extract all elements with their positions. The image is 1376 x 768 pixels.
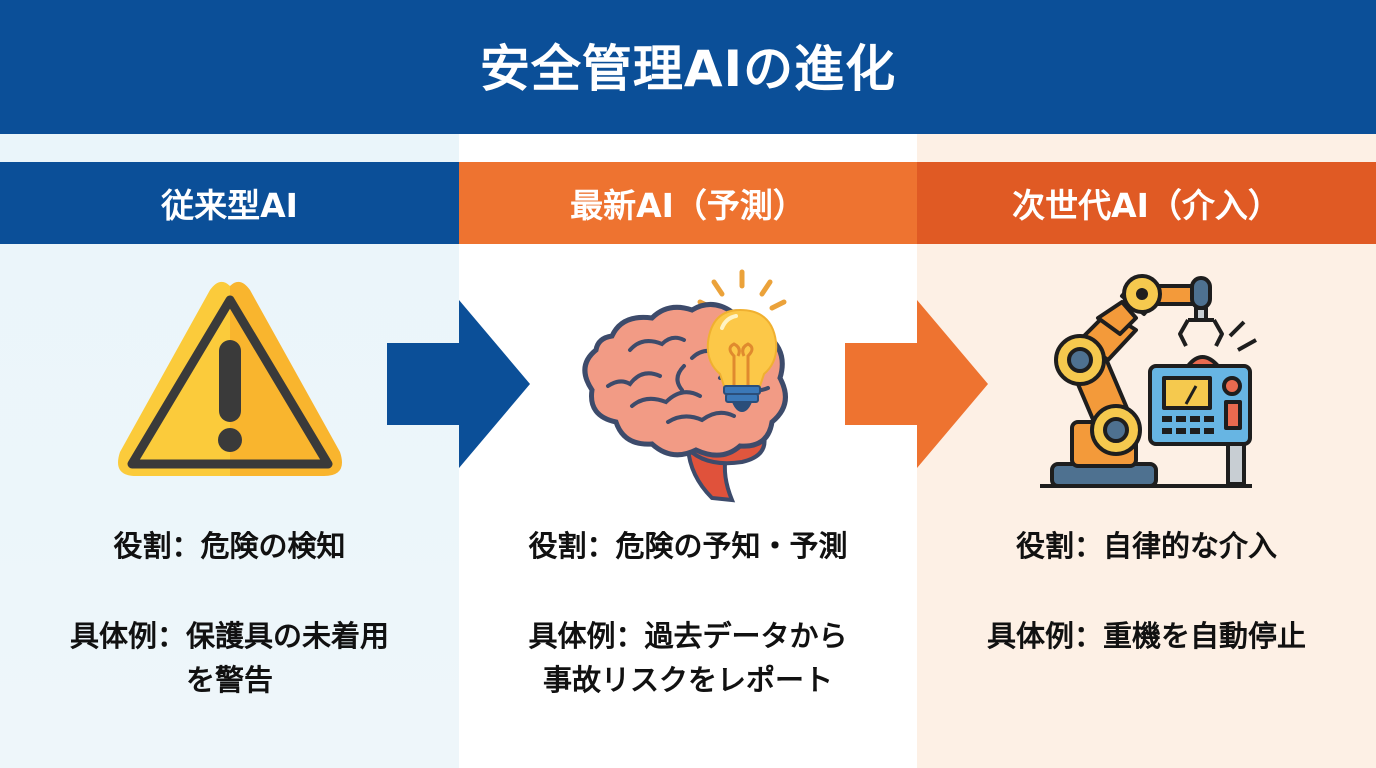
page-title: 安全管理AIの進化 (479, 40, 897, 98)
column-next-gen-ai-intervention: 次世代AI（介入） 役割：自律的な介入 具体例：重機を自動停止 (917, 134, 1376, 768)
role-text: 役割：危険の検知 (113, 529, 346, 563)
right-arrow-icon (387, 300, 530, 468)
title-bar: 安全管理AIの進化 (0, 0, 1376, 134)
column-header: 従来型AI (0, 162, 459, 244)
column-description: 役割：危険の検知 具体例：保護具の未着用を警告 (0, 526, 459, 702)
example-text: 具体例：保護具の未着用を警告 (69, 619, 389, 697)
role-text: 役割：危険の予知・予測 (528, 529, 848, 563)
column-description: 役割：危険の予知・予測 具体例：過去データから事故リスクをレポート (459, 526, 917, 702)
role-text: 役割：自律的な介入 (1015, 529, 1277, 563)
brain-lightbulb-icon (582, 269, 788, 503)
column-header: 最新AI（予測） (459, 162, 917, 244)
column-header-label: 最新AI（予測） (570, 186, 806, 225)
column-conventional-ai: 従来型AI 役割：危険の検知 具体例：保護具の未着用を警告 (0, 134, 459, 768)
right-arrow-icon (845, 300, 988, 468)
column-header: 次世代AI（介入） (917, 162, 1376, 244)
example-text: 具体例：過去データから事故リスクをレポート (528, 619, 848, 697)
warning-triangle-icon (118, 281, 342, 476)
column-description: 役割：自律的な介入 具体例：重機を自動停止 (917, 526, 1376, 658)
column-header-label: 次世代AI（介入） (1012, 186, 1281, 225)
robot-arm-control-panel-icon (1040, 274, 1257, 488)
column-header-label: 従来型AI (161, 186, 298, 225)
example-text: 具体例：重機を自動停止 (986, 619, 1306, 653)
